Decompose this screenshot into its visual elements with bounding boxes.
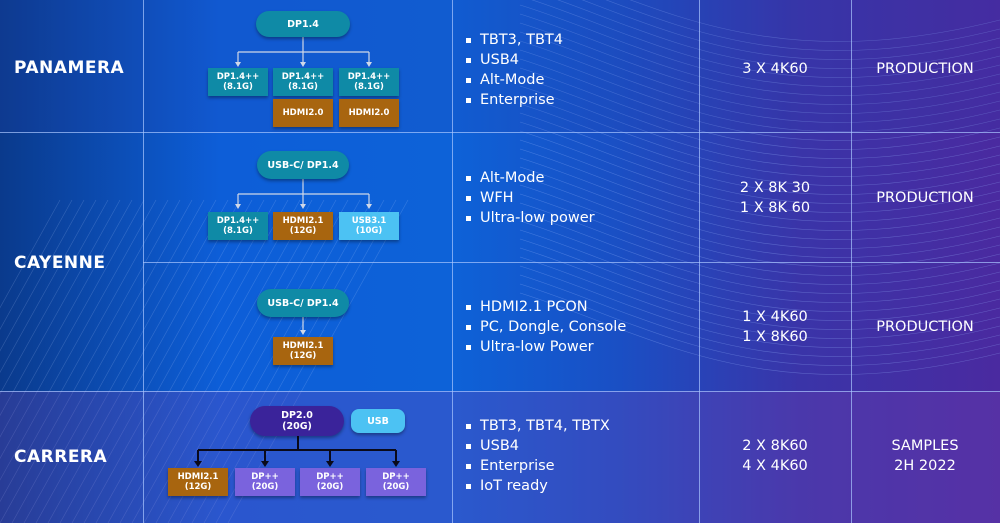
box-rate: (12G) [289,351,317,361]
features-panamera: TBT3, TBT4 USB4 Alt-Mode Enterprise [466,30,563,110]
box-rate: (20G) [316,482,344,492]
features-carrera: TBT3, TBT4, TBTX USB4 Enterprise IoT rea… [466,416,610,496]
feature-item: HDMI2.1 PCON [466,297,626,317]
box-label: HDMI2.1 [282,341,324,351]
box-label: DP1.4++ [281,72,325,82]
box-label: HDMI2.1 [177,472,219,482]
feature-item: Enterprise [466,90,563,110]
grid-line-v4 [851,0,852,523]
box-rate: (12G) [289,226,317,236]
feature-item: Ultra-low power [466,208,595,228]
feature-item: WFH [466,188,595,208]
grid-line-h2 [143,262,1000,263]
series-label-carrera: CARRERA [14,447,108,467]
diagram-box-dp14pp: DP1.4++(8.1G) [208,212,268,240]
box-rate: (12G) [184,482,212,492]
diagram-box-dp14pp: DP1.4++(8.1G) [273,68,333,96]
diagram-box-hdmi21: HDMI2.1(12G) [168,468,228,496]
display-spec: 2 X 8K 30 [739,180,811,196]
status-text: 2H 2022 [894,458,956,474]
display-spec: 2 X 8K60 [742,438,808,454]
box-label: DP++ [316,472,344,482]
box-label: USB3.1 [351,216,387,226]
box-label: DP++ [251,472,279,482]
row-band-carrera [0,391,1000,523]
series-label-cayenne: CAYENNE [14,253,106,273]
status-text: PRODUCTION [876,190,974,206]
diagram-box-dp14pp: DP1.4++(8.1G) [208,68,268,96]
diagram-box-dppp: DP++(20G) [235,468,295,496]
box-rate: (8.1G) [288,82,318,92]
box-rate: (8.1G) [223,226,253,236]
display-spec: 4 X 4K60 [742,458,808,474]
display-spec: 1 X 4K60 [742,309,808,325]
diagram-box-dppp: DP++(20G) [366,468,426,496]
grid-line-v2 [452,0,453,523]
feature-item: Ultra-low Power [466,337,626,357]
status-text: SAMPLES [891,438,959,454]
box-rate: (8.1G) [354,82,384,92]
diagram-box-hdmi21: HDMI2.1(12G) [273,212,333,240]
feature-item: PC, Dongle, Console [466,317,626,337]
status-text: PRODUCTION [876,61,974,77]
status-carrera: SAMPLES 2H 2022 [852,436,998,476]
status-cayenne-1: PRODUCTION [852,188,998,208]
feature-item: USB4 [466,50,563,70]
box-label: HDMI2.1 [282,216,324,226]
box-rate: (20G) [251,482,279,492]
displays-cayenne-1: 2 X 8K 30 1 X 8K 60 [700,178,850,218]
diagram-box-dp14pp: DP1.4++(8.1G) [339,68,399,96]
grid-line-h3 [0,391,1000,392]
series-label-panamera: PANAMERA [14,58,125,78]
diagram-box-usb31: USB3.1(10G) [339,212,399,240]
display-spec: 1 X 8K 60 [739,200,811,216]
status-text: PRODUCTION [876,319,974,335]
diagram-root-usbc-dp14: USB-C/ DP1.4 [257,151,349,179]
features-cayenne-2: HDMI2.1 PCON PC, Dongle, Console Ultra-l… [466,297,626,357]
diagram-root-dp20: DP2.0(20G) [250,406,344,436]
status-cayenne-2: PRODUCTION [852,317,998,337]
root-label: DP2.0 [281,410,313,421]
diagram-box-hdmi20: HDMI2.0 [339,99,399,127]
feature-item: Enterprise [466,456,610,476]
features-cayenne-1: Alt-Mode WFH Ultra-low power [466,168,595,228]
box-label: DP1.4++ [216,216,260,226]
feature-item: Alt-Mode [466,70,563,90]
box-rate: (8.1G) [223,82,253,92]
display-spec: 3 X 4K60 [742,61,808,77]
display-spec: 1 X 8K60 [742,329,808,345]
grid-line-h1 [0,132,1000,133]
box-rate: (10G) [355,226,383,236]
displays-cayenne-2: 1 X 4K60 1 X 8K60 [700,307,850,347]
box-label: DP1.4++ [216,72,260,82]
feature-item: Alt-Mode [466,168,595,188]
diagram-box-hdmi20: HDMI2.0 [273,99,333,127]
feature-item: IoT ready [466,476,610,496]
diagram-root-dp14: DP1.4 [256,11,350,37]
feature-item: TBT3, TBT4 [466,30,563,50]
feature-item: USB4 [466,436,610,456]
diagram-box-hdmi21: HDMI2.1(12G) [273,337,333,365]
row-band-panamera [0,0,1000,132]
diagram-root-usbc-dp14: USB-C/ DP1.4 [257,289,349,317]
box-rate: (20G) [382,482,410,492]
grid-line-v3 [699,0,700,523]
status-panamera: PRODUCTION [852,59,998,79]
box-label: DP++ [382,472,410,482]
grid-line-v1 [143,0,144,523]
box-label: DP1.4++ [347,72,391,82]
diagram-box-dppp: DP++(20G) [300,468,360,496]
feature-item: TBT3, TBT4, TBTX [466,416,610,436]
diagram-usb-badge: USB [351,409,405,433]
root-rate: (20G) [282,421,312,432]
displays-panamera: 3 X 4K60 [700,59,850,79]
displays-carrera: 2 X 8K60 4 X 4K60 [700,436,850,476]
